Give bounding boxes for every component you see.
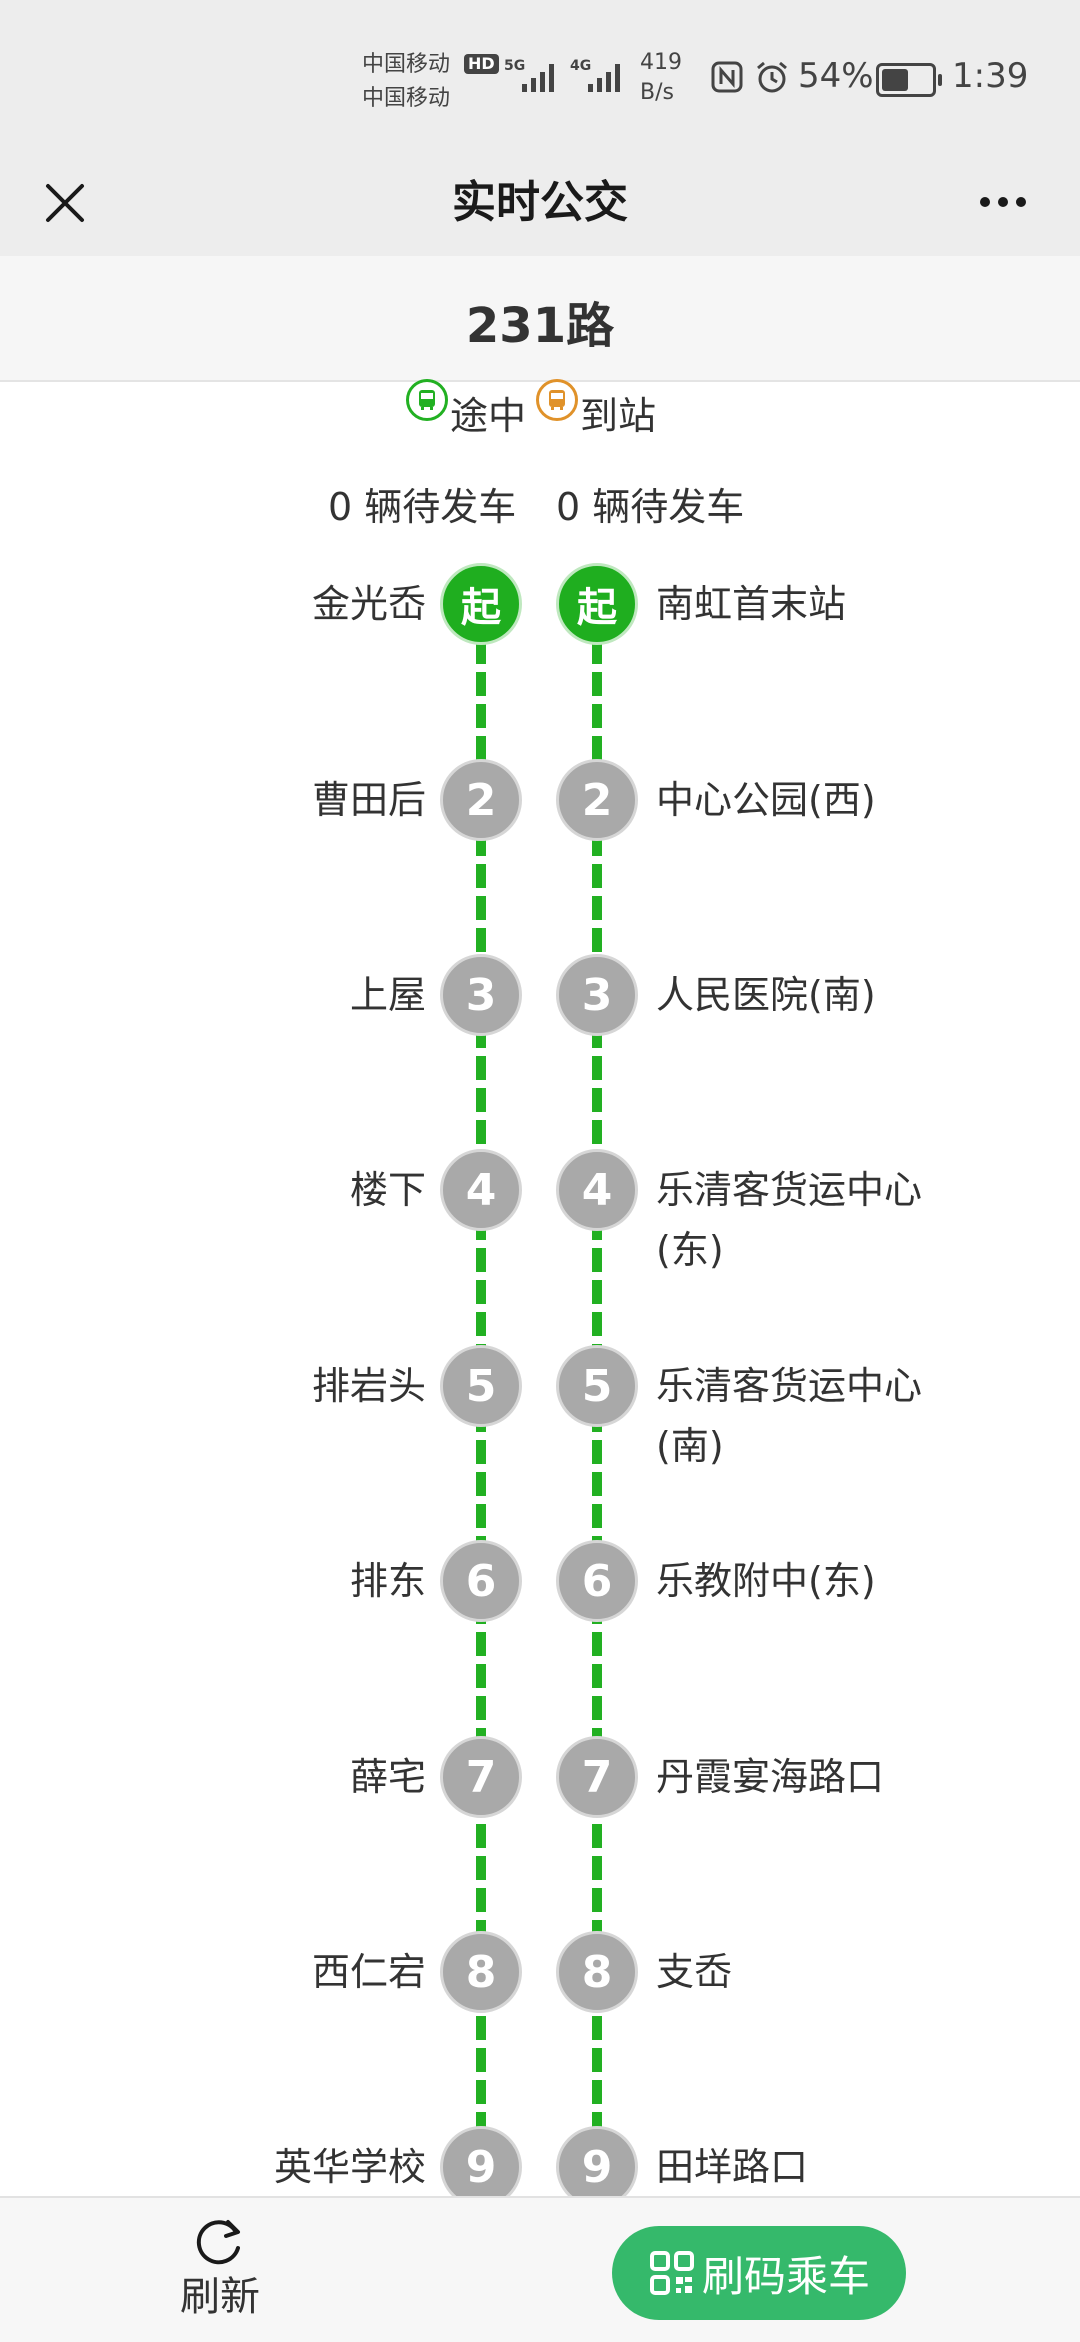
carrier-2: 中国移动 — [362, 86, 451, 111]
legend: 途中 到站 — [406, 379, 666, 442]
left-stop-marker[interactable]: 起 — [440, 563, 522, 645]
bus-en-route-icon — [406, 379, 448, 421]
qr-code-icon — [649, 2251, 694, 2295]
left-stop-name[interactable]: 楼下 — [349, 1168, 426, 1212]
network-speed: 419 B/s — [640, 48, 682, 108]
bottom-bar: 刷新 刷码乘车 — [0, 2196, 1080, 2342]
speed-unit: B/s — [640, 80, 674, 105]
left-stop-name[interactable]: 西仁宕 — [311, 1950, 426, 1994]
left-stop-marker[interactable]: 9 — [440, 2126, 522, 2208]
carrier-labels: 中国移动 中国移动 — [362, 48, 450, 116]
left-stop-marker[interactable]: 7 — [440, 1736, 522, 1818]
title-bar: 实时公交 — [0, 150, 1080, 256]
left-stop-marker[interactable]: 2 — [440, 759, 522, 841]
right-stop-name[interactable]: 支岙 — [656, 1950, 733, 1994]
right-stop-name[interactable]: 中心公园(西) — [656, 778, 876, 822]
carrier-1: 中国移动 — [362, 52, 451, 77]
right-waiting-count: 0 辆待发车 — [556, 485, 745, 529]
net-type-1: 5G — [504, 58, 526, 74]
nfc-icon — [711, 61, 743, 93]
close-icon — [46, 184, 84, 222]
left-stop-name[interactable]: 排东 — [349, 1559, 426, 1603]
left-stop-marker[interactable]: 8 — [440, 1931, 522, 2013]
right-stop-name[interactable]: 南虹首末站 — [656, 582, 847, 626]
left-stop-name[interactable]: 英华学校 — [273, 2145, 426, 2189]
left-waiting-count: 0 辆待发车 — [328, 485, 517, 529]
right-stop-name[interactable]: 丹霞宴海路口 — [656, 1755, 885, 1799]
more-options-button[interactable] — [968, 182, 1038, 222]
legend-en-route-label: 途中 — [450, 393, 527, 438]
bus-arrived-icon — [536, 379, 579, 421]
right-stop-name[interactable]: 乐教附中(东) — [656, 1559, 876, 1603]
right-stop-name[interactable]: 田垟路口 — [656, 2145, 809, 2189]
close-button[interactable] — [30, 168, 100, 238]
right-stop-marker[interactable]: 起 — [556, 563, 638, 645]
route-name: 231路 — [465, 298, 615, 354]
alarm-icon — [757, 61, 787, 93]
signal-icon-1 — [522, 64, 554, 92]
right-stop-marker[interactable]: 8 — [556, 1931, 638, 2013]
refresh-label: 刷新 — [180, 2274, 260, 2320]
legend-arrived-label: 到站 — [580, 393, 657, 438]
left-stop-name[interactable]: 金光岙 — [311, 582, 426, 626]
left-stop-name[interactable]: 薛宅 — [349, 1755, 426, 1799]
right-stop-marker[interactable]: 5 — [556, 1345, 638, 1427]
left-stop-marker[interactable]: 3 — [440, 954, 522, 1036]
right-stop-name[interactable]: 人民医院(南) — [656, 973, 876, 1017]
right-stop-marker[interactable]: 4 — [556, 1149, 638, 1231]
right-stop-marker[interactable]: 6 — [556, 1540, 638, 1622]
refresh-button[interactable]: 刷新 — [160, 2212, 280, 2332]
left-stop-name[interactable]: 排岩头 — [311, 1364, 426, 1408]
scan-to-ride-label: 刷码乘车 — [701, 2251, 870, 2301]
right-stop-marker[interactable]: 2 — [556, 759, 638, 841]
scan-to-ride-button[interactable]: 刷码乘车 — [612, 2226, 906, 2320]
more-dot-icon — [980, 197, 990, 207]
right-stop-marker[interactable]: 3 — [556, 954, 638, 1036]
status-bar: 中国移动 中国移动 HD 5G 4G 419 B/s 54% 1:39 — [0, 0, 1080, 150]
route-header: 231路 — [0, 256, 1080, 382]
battery-icon — [876, 63, 942, 97]
right-stop-marker[interactable]: 7 — [556, 1736, 638, 1818]
more-dot-icon — [998, 197, 1008, 207]
left-stop-marker[interactable]: 5 — [440, 1345, 522, 1427]
speed-value: 419 — [640, 50, 682, 75]
left-stop-name[interactable]: 上屋 — [349, 973, 426, 1017]
battery-percent: 54% — [798, 56, 874, 96]
refresh-icon — [196, 2220, 240, 2265]
more-dot-icon — [1016, 197, 1026, 207]
left-stop-name[interactable]: 曹田后 — [311, 778, 426, 822]
net-type-2: 4G — [570, 58, 592, 74]
hd-badge: HD — [464, 54, 499, 74]
signal-icon-2 — [588, 64, 620, 92]
right-stop-name[interactable]: 乐清客货运中心(南) — [656, 1364, 923, 1468]
page-title: 实时公交 — [452, 177, 628, 228]
left-stop-marker[interactable]: 4 — [440, 1149, 522, 1231]
right-stop-name[interactable]: 乐清客货运中心(东) — [656, 1168, 923, 1272]
clock: 1:39 — [952, 56, 1029, 96]
left-stop-marker[interactable]: 6 — [440, 1540, 522, 1622]
